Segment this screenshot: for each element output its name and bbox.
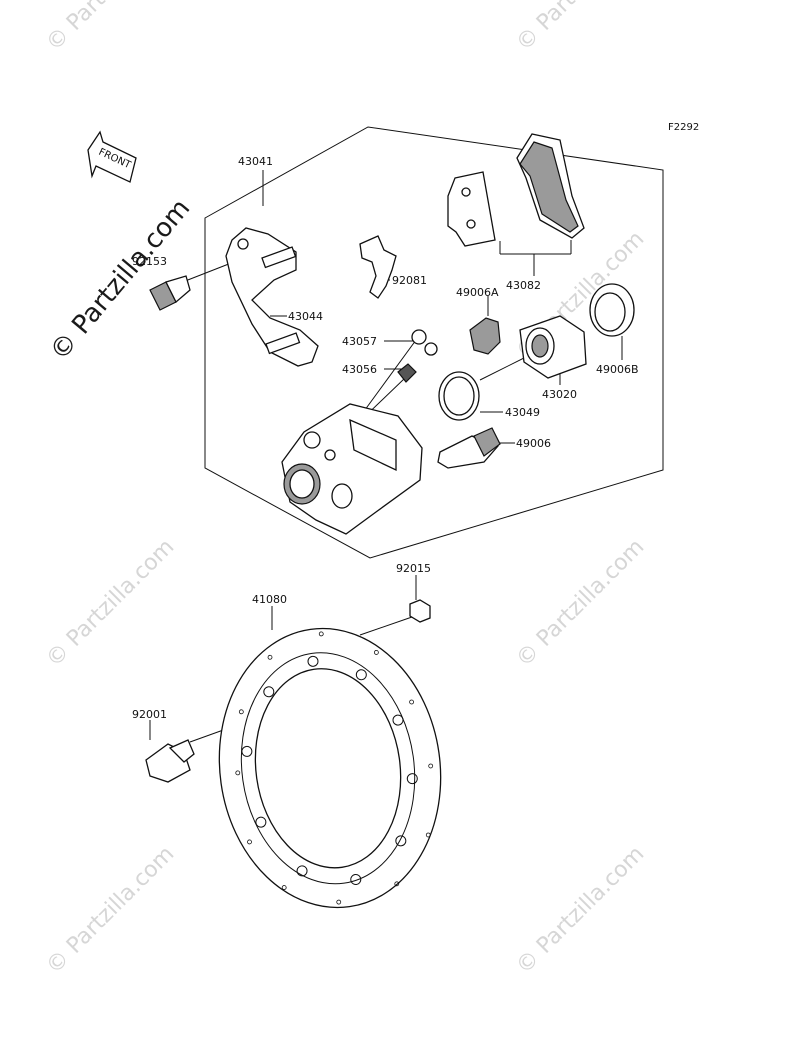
brake-pads bbox=[447, 133, 585, 247]
label-bolt-caliper: 92153 bbox=[132, 255, 167, 268]
label-bleeder-cap: 43057 bbox=[342, 335, 377, 348]
label-bracket: 43044 bbox=[288, 310, 323, 323]
bleeder-parts bbox=[397, 329, 438, 383]
assembly-boundary bbox=[204, 126, 664, 559]
watermark-faint: © Partzilla.com bbox=[512, 535, 650, 673]
front-arrow-icon: FRONT bbox=[87, 130, 137, 183]
caliper-body bbox=[281, 403, 423, 535]
piston bbox=[519, 315, 587, 379]
label-nut: 92015 bbox=[396, 562, 431, 575]
disc-bolt bbox=[145, 739, 195, 783]
label-boot-a: 49006A bbox=[456, 286, 499, 299]
watermark-faint: © Partzilla.com bbox=[42, 535, 180, 673]
pad-spring bbox=[359, 235, 397, 299]
label-dust-seal-b: 49006B bbox=[596, 363, 639, 376]
label-bleeder-valve: 43056 bbox=[342, 363, 377, 376]
disc-nut bbox=[409, 599, 431, 623]
watermark-faint: © Partzilla.com bbox=[42, 0, 180, 56]
label-disc: 41080 bbox=[252, 593, 287, 606]
label-pin: 49006 bbox=[516, 437, 551, 450]
caliper-bolt bbox=[149, 275, 191, 311]
slide-pin bbox=[437, 427, 501, 469]
figure-code: F2292 bbox=[668, 122, 699, 133]
label-piston: 43020 bbox=[542, 388, 577, 401]
part-labels: 43041 92153 43044 92081 43082 49006A 430… bbox=[132, 155, 639, 721]
watermark-faint: © Partzilla.com bbox=[42, 842, 180, 980]
label-caliper-assembly: 43041 bbox=[238, 155, 273, 168]
piston-boot bbox=[469, 317, 501, 355]
label-pad-spring: 92081 bbox=[392, 274, 427, 287]
caliper-bracket bbox=[225, 227, 319, 367]
piston-seal bbox=[438, 371, 480, 421]
label-piston-seal: 43049 bbox=[505, 406, 540, 419]
dust-seal bbox=[589, 283, 635, 337]
label-disc-bolt: 92001 bbox=[132, 708, 167, 721]
brake-disc bbox=[218, 627, 442, 909]
watermark-faint: © Partzilla.com bbox=[512, 842, 650, 980]
watermark-faint: © Partzilla.com bbox=[512, 0, 650, 56]
label-pads: 43082 bbox=[506, 279, 541, 292]
